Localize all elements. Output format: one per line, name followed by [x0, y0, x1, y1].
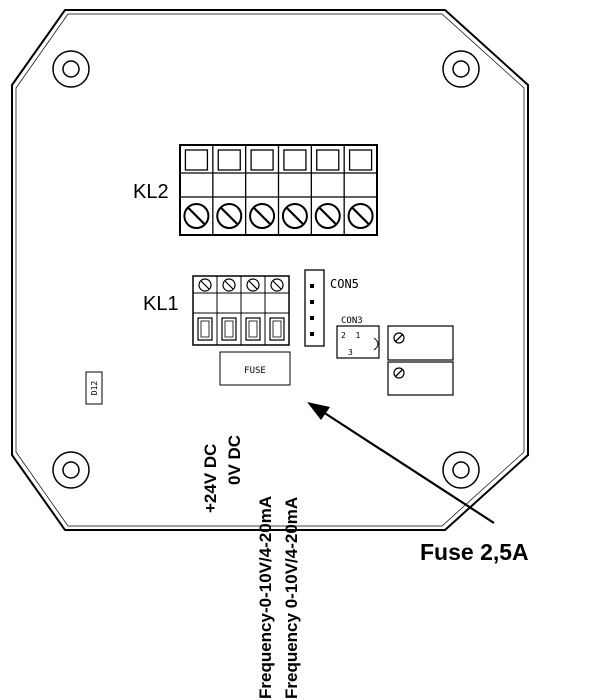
kl2-window-6 — [348, 149, 373, 171]
kl1-window-4 — [269, 317, 285, 341]
kl2-screw-5 — [314, 203, 341, 229]
mounting-hole-top-right — [442, 50, 480, 88]
con3-pin-bottom: 3 — [348, 348, 353, 357]
kl1-window-2 — [221, 317, 237, 341]
con5-connector — [304, 269, 325, 347]
wire-label-frequency-1: Frequency-0-10V/4-20mA — [256, 496, 275, 699]
kl1-screw-4 — [270, 278, 284, 292]
kl2-screw-6 — [347, 203, 374, 229]
mounting-hole-bottom-right — [442, 451, 480, 489]
d12-label: D12 — [90, 381, 99, 396]
fuse-callout-label: Fuse 2,5A — [420, 539, 529, 565]
enclosure-outline — [11, 9, 529, 531]
kl1-label: KL1 — [143, 293, 179, 315]
kl2-window-5 — [316, 149, 340, 171]
enclosure-inner-edge — [15, 13, 525, 527]
wire-label-frequency-2: Frequency 0-10V/4-20mA — [282, 497, 301, 699]
kl2-window-1 — [184, 149, 209, 171]
kl1-screw-2 — [222, 278, 236, 292]
kl2-window-3 — [250, 149, 274, 171]
kl2-terminal-block — [179, 144, 378, 236]
potentiometer-lower — [387, 361, 454, 396]
fuse-callout-arrow — [307, 402, 495, 524]
potentiometer-upper — [387, 325, 454, 361]
wire-label-0v: 0V DC — [225, 435, 244, 485]
kl2-screw-1 — [183, 203, 210, 229]
kl2-window-4 — [283, 149, 307, 171]
d12-led — [85, 371, 103, 405]
kl2-label: KL2 — [133, 181, 169, 203]
con3-jumper — [336, 325, 380, 359]
kl2-screw-3 — [249, 203, 276, 229]
kl2-screw-2 — [216, 203, 243, 229]
kl1-terminal-block — [192, 275, 290, 346]
fuse-holder — [219, 351, 291, 386]
kl1-window-1 — [197, 317, 213, 341]
kl2-screw-4 — [281, 203, 308, 229]
kl1-screw-1 — [198, 278, 212, 292]
con5-label: CON5 — [330, 277, 359, 291]
wire-label-24v: +24V DC — [201, 444, 220, 513]
kl1-screw-3 — [246, 278, 260, 292]
fuse-label: FUSE — [244, 366, 266, 376]
kl1-window-3 — [245, 317, 261, 341]
con3-pins-top: 2 1 — [341, 331, 360, 340]
mounting-hole-bottom-left — [52, 451, 90, 489]
mounting-hole-top-left — [52, 50, 90, 88]
kl2-window-2 — [217, 149, 241, 171]
con3-label: CON3 — [341, 316, 363, 326]
